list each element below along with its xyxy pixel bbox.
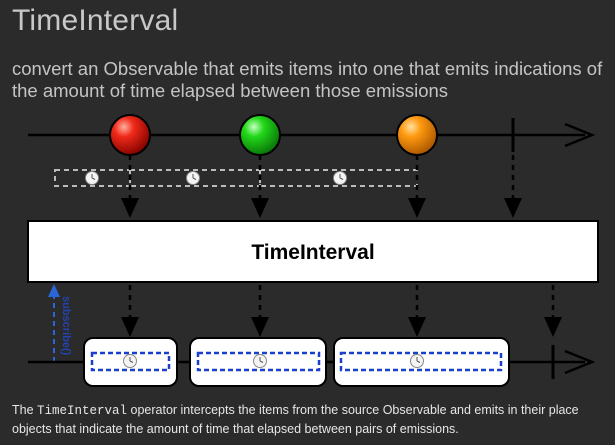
clock-icon [410,354,424,368]
clock-icon [333,171,347,185]
arrowheads-top [121,198,522,218]
page-title: TimeInterval [12,4,179,37]
clock-icon [85,171,99,185]
source-item-red [109,114,151,156]
result-item [189,337,327,387]
clock-icon [253,354,267,368]
subscribe-label: subscribe() [60,296,72,356]
operator-label: TimeInterval [251,241,374,264]
result-item [83,337,178,387]
caption: The TimeInterval operator intercepts the… [12,401,612,438]
arrowheads-bottom [121,317,562,337]
caption-prefix: The [12,403,38,417]
caption-suffix: operator intercepts the items from the s… [12,403,579,436]
operator-to-result-arrows [128,285,555,320]
clock-icon [186,171,200,185]
source-interval-boxes [54,169,418,187]
source-item-green [239,114,281,156]
source-to-operator-arrows [128,155,515,200]
clock-icon [123,354,137,368]
source-item-orange [396,114,438,156]
page-subtitle: convert an Observable that emits items i… [12,58,603,101]
operator-box: TimeInterval [27,220,599,283]
subscribe-arrow: subscribe() [48,284,72,362]
result-item [333,337,510,387]
marble-diagram: TimeInterval subscribe() [27,114,599,387]
caption-code: TimeInterval [37,404,128,418]
